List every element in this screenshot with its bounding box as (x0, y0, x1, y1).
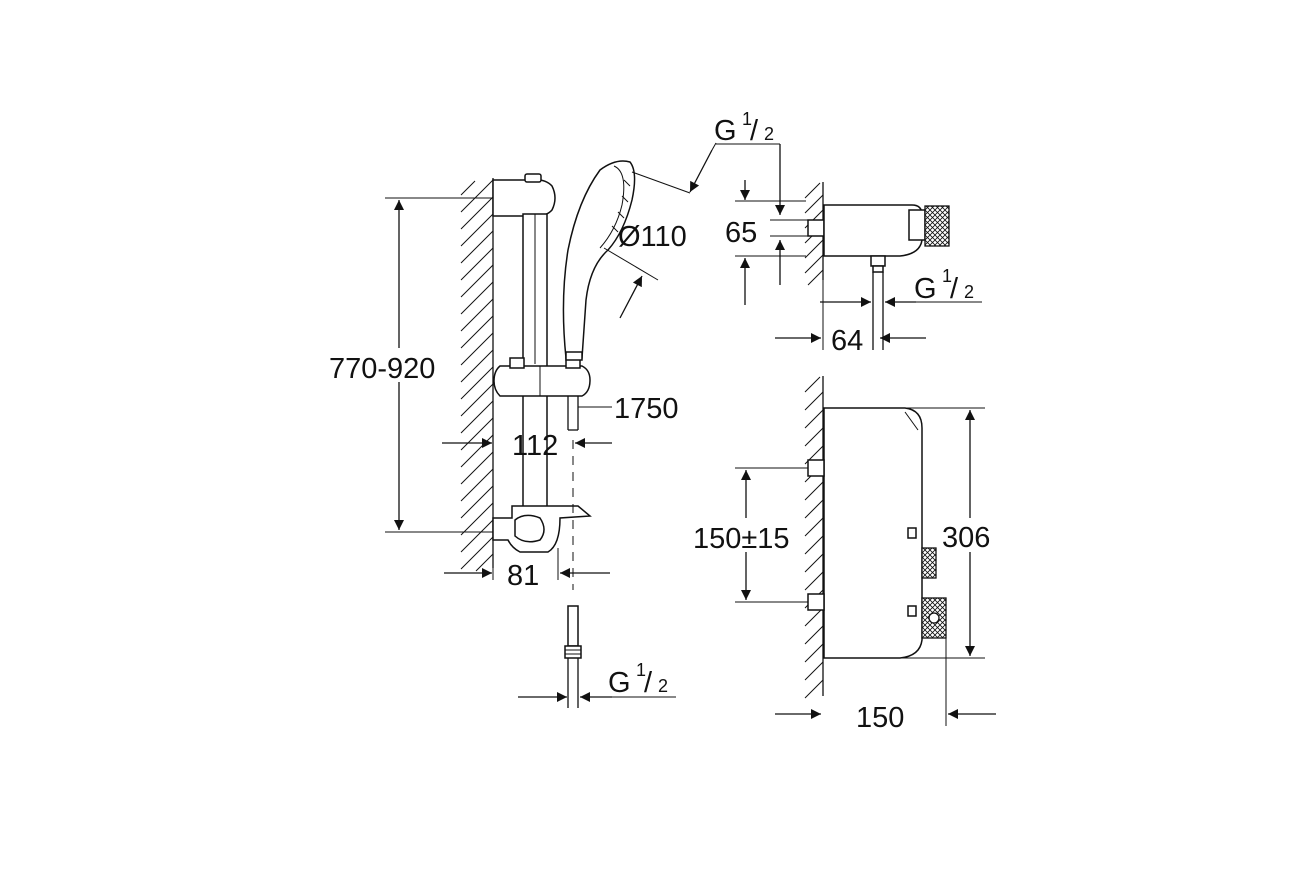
dim-thermostat-centers: 150±15 (693, 523, 790, 555)
wall-hatch-left (460, 178, 494, 572)
svg-text:/: / (750, 115, 759, 147)
thermostat-front-view: 150±15 306 150 (693, 376, 996, 734)
svg-text:/: / (950, 273, 959, 305)
thread-bottom: G 1 / 2 (608, 660, 676, 699)
svg-text:2: 2 (658, 676, 668, 696)
svg-text:1: 1 (636, 660, 646, 680)
dim-rail-height: 770-920 (329, 353, 435, 385)
dim-outlet-offset: 64 (831, 325, 863, 357)
dim-thermostat-height: 306 (942, 522, 990, 554)
dim-thermostat-depth: 150 (856, 702, 904, 734)
dim-inlet-height: 65 (725, 217, 757, 249)
shower-rail-view: 770-920 Ø110 G 1 / 2 1750 112 81 (329, 109, 780, 708)
dim-rail-depth: 81 (507, 560, 539, 592)
svg-text:1: 1 (742, 109, 752, 129)
svg-text:G: G (714, 115, 737, 147)
svg-text:2: 2 (964, 282, 974, 302)
svg-text:G: G (914, 273, 937, 305)
thread-top: G 1 / 2 (714, 109, 780, 147)
svg-text:G: G (608, 667, 631, 699)
dim-hose-length: 1750 (614, 393, 679, 425)
svg-text:1: 1 (942, 266, 952, 286)
thread-right: G 1 / 2 (914, 266, 982, 305)
svg-text:2: 2 (764, 124, 774, 144)
thermostat-top-view: 65 G 1 / 2 64 (725, 144, 982, 357)
dim-hand-shower-diameter: Ø110 (618, 221, 687, 253)
svg-text:/: / (644, 667, 653, 699)
dim-rail-offset: 112 (512, 430, 558, 462)
